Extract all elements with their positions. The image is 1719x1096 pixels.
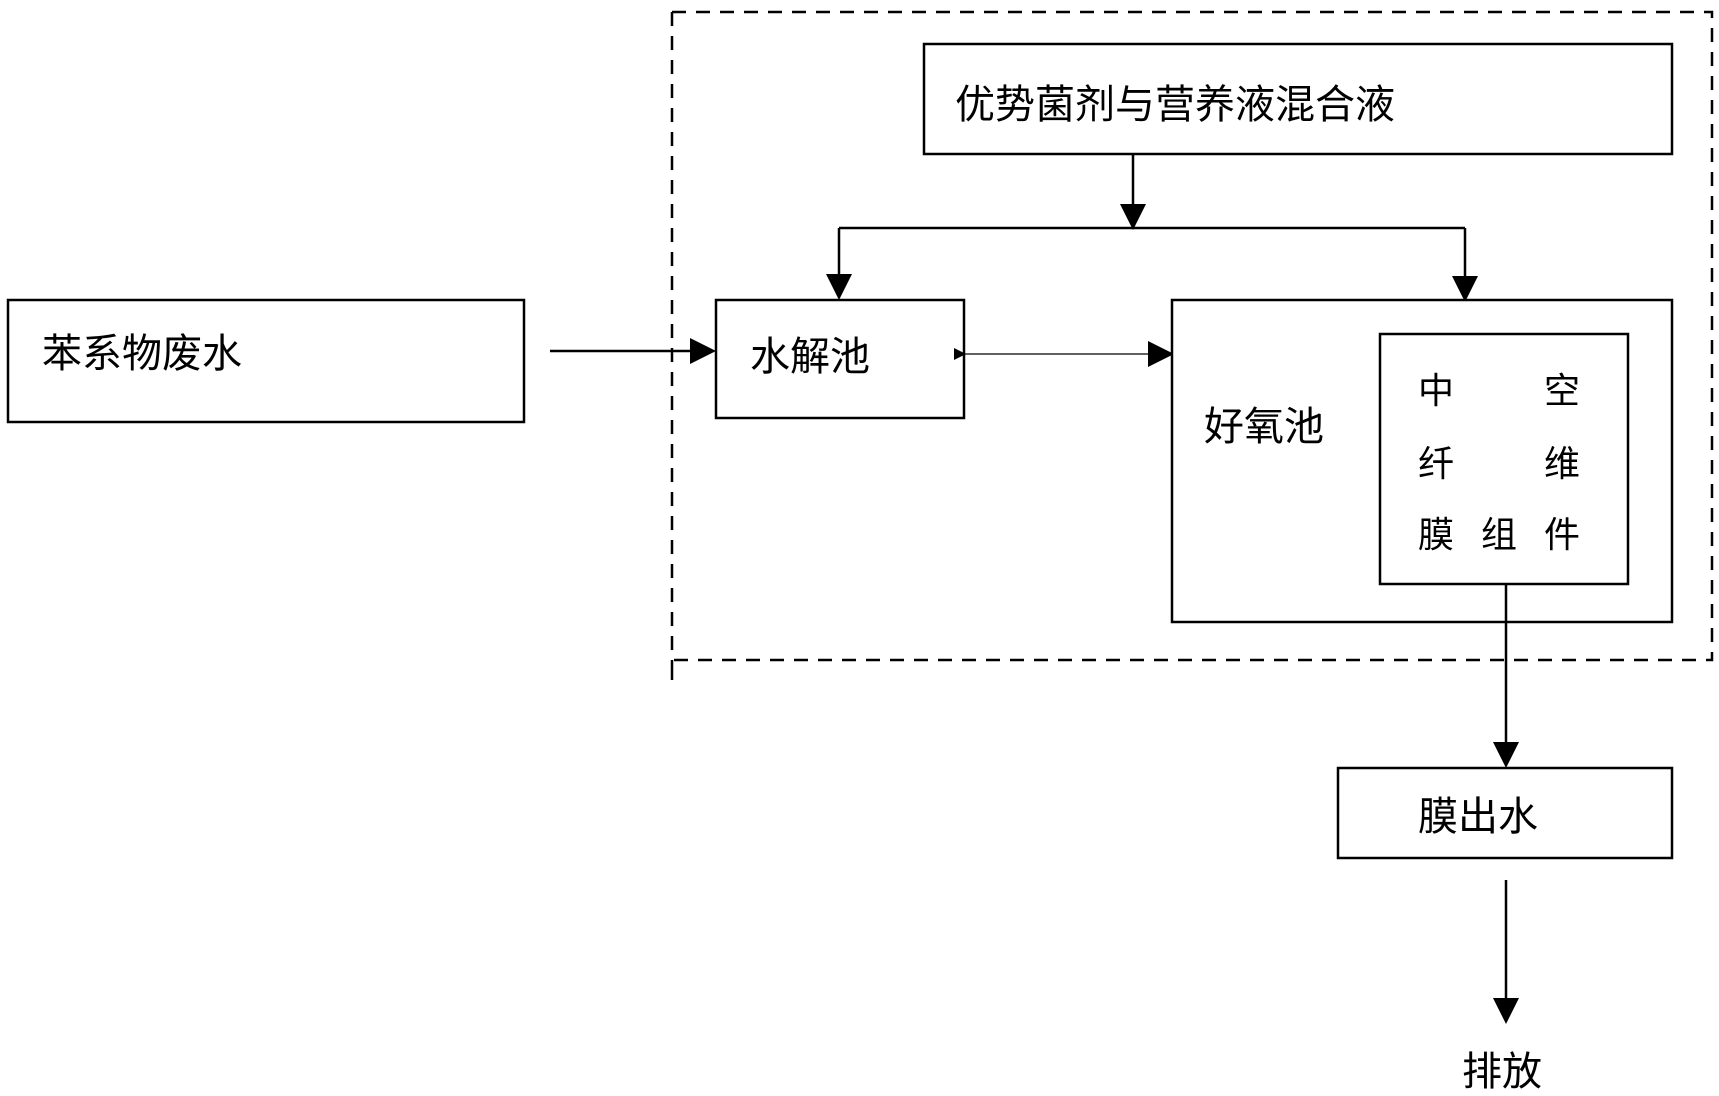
inoculum-label: 优势菌剂与营养液混合液 (955, 82, 1395, 128)
hydrolysis-tank-label: 水解池 (750, 334, 870, 380)
inoculum-node: 优势菌剂与营养液混合液 (922, 42, 1674, 156)
membrane-char-7: 件 (1544, 515, 1580, 556)
membrane-module-node: 中 空 纤 维 膜 组 件 (1378, 332, 1630, 586)
membrane-effluent-node: 膜出水 (1336, 766, 1674, 860)
membrane-char-4: 维 (1544, 444, 1580, 485)
membrane-effluent-label: 膜出水 (1418, 794, 1538, 840)
aerobic-tank-label: 好氧池 (1204, 404, 1324, 450)
membrane-char-5: 膜 (1418, 515, 1454, 556)
membrane-char-3: 纤 (1418, 444, 1454, 485)
membrane-char-2: 空 (1544, 371, 1580, 412)
wastewater-node: 苯系物废水 (6, 298, 526, 424)
membrane-char-6: 组 (1481, 515, 1517, 556)
wastewater-label: 苯系物废水 (42, 331, 242, 377)
membrane-char-1: 中 (1418, 371, 1454, 412)
discharge-label: 排放 (1462, 1049, 1542, 1095)
hydrolysis-tank-node: 水解池 (714, 298, 966, 420)
system-boundary (670, 10, 1714, 680)
